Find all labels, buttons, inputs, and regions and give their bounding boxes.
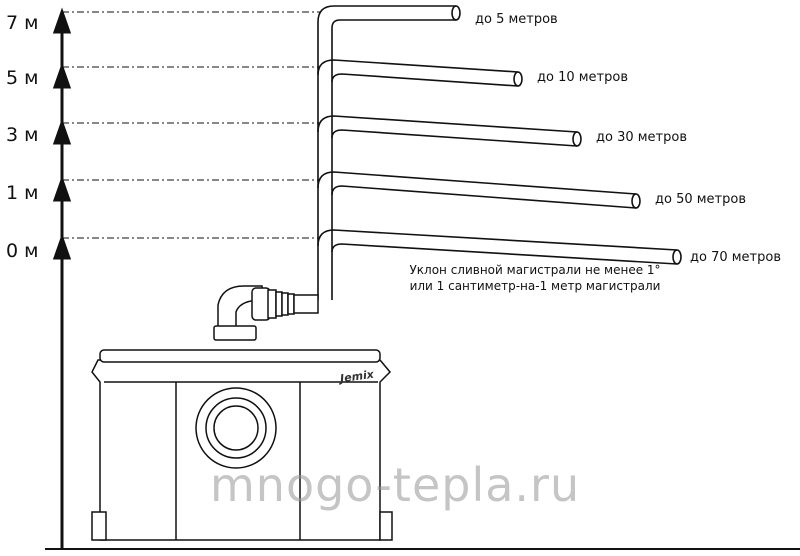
slope-note-line2: или 1 сантиметр-на-1 метр магистрали <box>409 279 661 293</box>
level-label-1m: 1 м <box>6 182 39 204</box>
level-lines <box>62 11 320 239</box>
level-label-3m: 3 м <box>6 124 39 146</box>
pipes <box>317 5 682 300</box>
level-label-0m: 0 м <box>6 240 39 262</box>
pump-body <box>91 349 393 541</box>
riser-pipe <box>317 5 456 300</box>
length-label-5: до 5 метров <box>475 12 558 27</box>
pump-elbow <box>213 285 319 341</box>
length-label-50: до 50 метров <box>655 192 746 207</box>
slope-note-line1: Уклон сливной магистрали не менее 1° <box>409 263 661 277</box>
slope-note: Уклон сливной магистрали не менее 1° или… <box>380 262 690 294</box>
watermark: mnogo-tepla.ru <box>210 458 581 512</box>
level-label-5m: 5 м <box>6 67 39 89</box>
length-label-30: до 30 метров <box>596 130 687 145</box>
level-label-7m: 7 м <box>6 12 39 34</box>
length-label-10: до 10 метров <box>537 70 628 85</box>
height-axis <box>52 7 72 549</box>
length-label-70: до 70 метров <box>690 250 781 265</box>
